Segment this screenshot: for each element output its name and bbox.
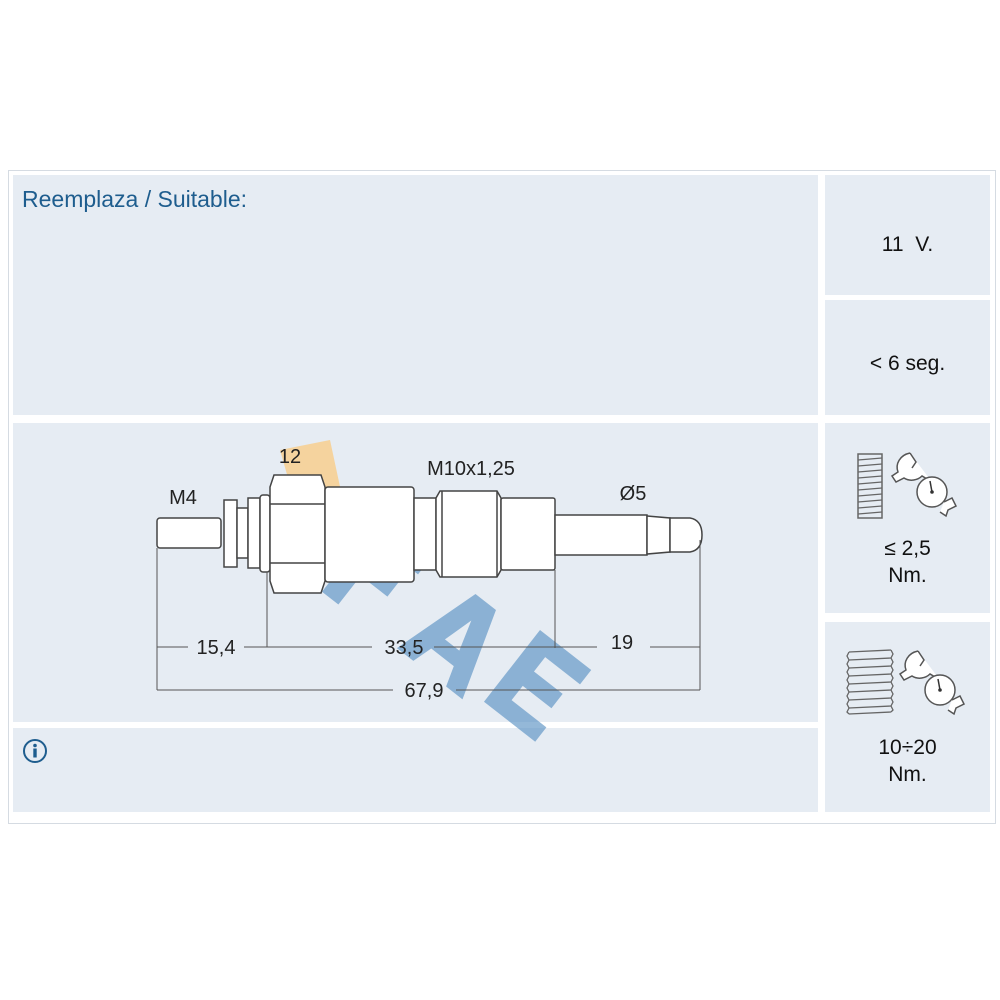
dim-d2: 33,5 bbox=[385, 637, 424, 659]
thread-fine-icon bbox=[857, 453, 883, 519]
logo-letter-e bbox=[483, 630, 592, 742]
washer bbox=[223, 499, 238, 568]
hex-nut bbox=[269, 474, 326, 594]
sheath bbox=[554, 514, 648, 556]
label-thread: M10x1,25 bbox=[427, 458, 515, 480]
heating-time-value: < 6 seg. bbox=[869, 352, 946, 375]
torque-wrench-icon bbox=[890, 452, 958, 518]
torque-thread-value: 10÷20 bbox=[878, 736, 937, 759]
dim-d3: 19 bbox=[611, 632, 633, 654]
suitable-panel bbox=[13, 175, 818, 415]
terminal-pin bbox=[156, 517, 222, 549]
info-icon[interactable] bbox=[22, 738, 48, 764]
thread-coarse-icon bbox=[846, 649, 894, 715]
label-terminal: M4 bbox=[169, 487, 197, 509]
torque-thread-unit: Nm. bbox=[888, 763, 927, 786]
body bbox=[324, 486, 415, 583]
voltage-panel bbox=[825, 175, 990, 295]
suitable-title: Reemplaza / Suitable: bbox=[22, 186, 248, 212]
dim-d1: 15,4 bbox=[197, 637, 236, 659]
thread bbox=[435, 490, 502, 578]
tip bbox=[669, 517, 703, 553]
torque-wrench-icon bbox=[898, 650, 966, 716]
torque-thread-panel bbox=[825, 622, 990, 812]
torque-electrical-value: ≤ 2,5 bbox=[884, 537, 931, 560]
dim-total: 67,9 bbox=[405, 680, 444, 702]
heating-time-panel bbox=[825, 300, 990, 415]
info-panel bbox=[13, 728, 818, 812]
label-diameter: Ø5 bbox=[620, 483, 647, 505]
drawing-panel bbox=[13, 423, 818, 722]
label-hex: 12 bbox=[279, 446, 301, 468]
voltage-value: 11 V. bbox=[881, 233, 934, 256]
torque-electrical-unit: Nm. bbox=[888, 564, 927, 587]
